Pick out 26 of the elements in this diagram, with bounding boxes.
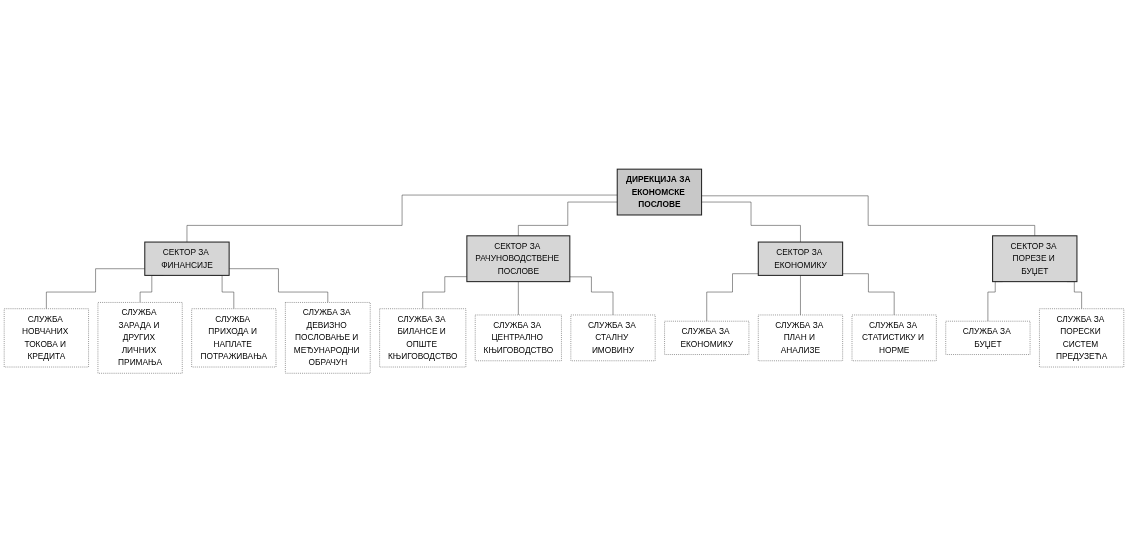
connector [569, 276, 614, 316]
node-box: СЛУЖБА ЗА БУЏЕТ [945, 321, 1031, 356]
node-box: СЕКТОР ЗА РАЧУНОВОДСТВЕНЕ ПОСЛОВЕ [466, 235, 571, 283]
connector [186, 195, 618, 243]
connector [701, 202, 801, 243]
node-box: СЛУЖБА НОВЧАНИХ ТОКОВА И КРЕДИТА [3, 308, 89, 368]
node-box: СЕКТОР ЗА ПОРЕЗЕ И БУЏЕТ [992, 235, 1078, 283]
node-box: СЕКТОР ЗА ФИНАНСИЈЕ [144, 241, 230, 277]
node-box: ДИРЕКЦИЈА ЗА ЕКОНОМСКЕ ПОСЛОВЕ [616, 168, 703, 216]
node-box: СЛУЖБА ЗА ЦЕНТРАЛНО КЊИГОВОДСТВО [474, 315, 562, 362]
connector [800, 275, 801, 316]
connector [706, 273, 759, 322]
connector [701, 195, 1035, 237]
node-box: СЛУЖБА ЗА ДЕВИЗНО ПОСЛОВАЊЕ И МЕЂУНАРОДНИ ОБРАЧУН [285, 302, 371, 374]
node-box: СЛУЖБА ЗАРАДА И ДРУГИХ ЛИЧНИХ ПРИМАЊА [97, 302, 183, 374]
node-box: СЛУЖБА ПРИХОДА И НАПЛАТЕ ПОТРАЖИВАЊА [191, 308, 277, 368]
node-box: СЛУЖБА ЗА ЕКОНОМИКУ [664, 321, 750, 356]
connector [518, 281, 519, 316]
node-box: СЛУЖБА ЗА БИЛАНСЕ И ОПШТЕ КЊИГОВОДСТВО [379, 308, 467, 368]
node-box: СЛУЖБА ЗА СТАТИСТИКУ И НОРМЕ [851, 315, 937, 362]
connector [518, 202, 618, 237]
node-box: СЛУЖБА ЗА ПОРЕСКИ СИСТЕМ ПРЕДУЗЕЋА [1039, 308, 1125, 368]
node-box: СЛУЖБА ЗА ПЛАН И АНАЛИЗЕ [758, 315, 843, 362]
node-box: СЕКТОР ЗА ЕКОНОМИКУ [757, 241, 844, 277]
node-box: СЛУЖБА ЗА СТАЛНУ ИМОВИНУ [570, 315, 656, 362]
connector [842, 273, 895, 316]
